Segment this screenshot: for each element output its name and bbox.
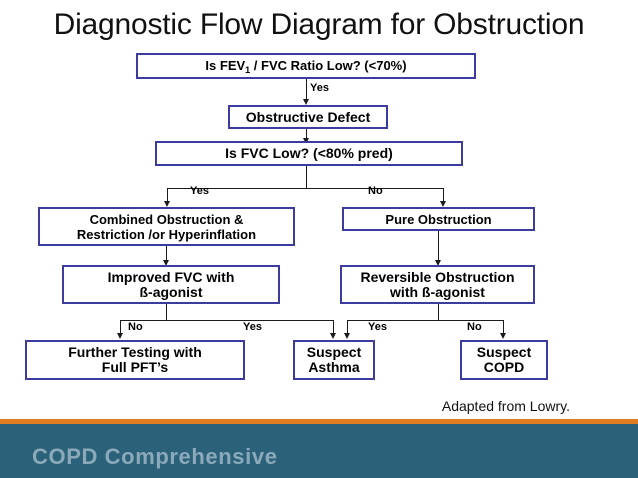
node-suspect-asthma[interactable]: Suspect Asthma: [293, 340, 375, 380]
arrowhead-combined-to-improved: [163, 260, 169, 266]
edge-label-fvc-yes: Yes: [190, 185, 209, 197]
node-fev1-fvc-label: Is FEV1 / FVC Ratio Low? (<70%): [205, 57, 407, 75]
connector-reversible-split-bar: [347, 320, 503, 321]
arrowhead-improved-yes: [330, 333, 336, 339]
footer-band: [0, 424, 638, 478]
arrowhead-reversible-yes: [344, 333, 350, 339]
arrowhead-pure-to-reversible: [435, 260, 441, 266]
node-pure-obstruction[interactable]: Pure Obstruction: [342, 207, 535, 231]
arrowhead-improved-no: [117, 333, 123, 339]
connector-improved-split-bar: [120, 320, 333, 321]
attribution-text: Adapted from Lowry.: [441, 398, 570, 414]
connector-improved-stem: [166, 304, 167, 320]
node-combined-obstruction[interactable]: Combined Obstruction & Restriction /or H…: [38, 207, 295, 246]
arrowhead-fev-to-defect: [303, 99, 309, 105]
connector-pure-to-reversible: [438, 231, 439, 264]
connector-combined-to-improved: [166, 246, 167, 264]
node-fvc-question[interactable]: Is FVC Low? (<80% pred): [155, 141, 463, 166]
node-reversible-obstruction-label: Reversible Obstruction with ß-agonist: [360, 268, 515, 300]
node-fev1-fvc-question[interactable]: Is FEV1 / FVC Ratio Low? (<70%): [136, 53, 476, 79]
node-combined-obstruction-label: Combined Obstruction & Restriction /or H…: [76, 211, 257, 242]
node-further-testing[interactable]: Further Testing with Full PFT’s: [25, 340, 245, 380]
arrowhead-reversible-no: [500, 333, 506, 339]
edge-label-improved-yes: Yes: [243, 321, 262, 333]
edge-label-fev-yes: Yes: [310, 82, 329, 94]
fev1-subscript: 1: [245, 64, 251, 75]
connector-fvc-split-bar: [167, 188, 443, 189]
connector-reversible-yes-drop: [347, 320, 348, 337]
connector-defect-to-fvc: [306, 129, 307, 141]
node-suspect-copd[interactable]: Suspect COPD: [460, 340, 548, 380]
connector-fvc-stem: [306, 166, 307, 188]
connector-reversible-stem: [438, 304, 439, 320]
node-suspect-copd-label: Suspect COPD: [476, 344, 532, 375]
node-obstructive-defect-label: Obstructive Defect: [245, 108, 371, 125]
edge-label-reversible-yes: Yes: [368, 321, 387, 333]
node-reversible-obstruction[interactable]: Reversible Obstruction with ß-agonist: [340, 265, 535, 304]
connector-improved-yes-drop: [333, 320, 334, 337]
node-improved-fvc[interactable]: Improved FVC with ß-agonist: [62, 265, 280, 304]
connector-fvc-no-drop: [443, 188, 444, 205]
connector-improved-no-drop: [120, 320, 121, 337]
edge-label-reversible-no: No: [467, 321, 482, 333]
connector-fvc-yes-drop: [167, 188, 168, 205]
edge-label-fvc-no: No: [368, 185, 383, 197]
arrowhead-fvc-yes: [164, 201, 170, 207]
node-improved-fvc-label: Improved FVC with ß-agonist: [107, 268, 235, 300]
node-obstructive-defect[interactable]: Obstructive Defect: [228, 105, 388, 129]
node-further-testing-label: Further Testing with Full PFT’s: [68, 344, 202, 375]
connector-fev-to-defect: [306, 79, 307, 101]
node-fvc-question-label: Is FVC Low? (<80% pred): [225, 145, 393, 161]
footer-accent-stripe: [0, 419, 638, 425]
edge-label-improved-no: No: [128, 321, 143, 333]
page-title: Diagnostic Flow Diagram for Obstruction: [53, 8, 585, 41]
node-pure-obstruction-label: Pure Obstruction: [385, 211, 492, 227]
node-suspect-asthma-label: Suspect Asthma: [306, 344, 362, 375]
arrowhead-fvc-no: [440, 201, 446, 207]
footer-brand-text: COPD Comprehensive: [32, 444, 278, 469]
connector-reversible-no-drop: [503, 320, 504, 337]
